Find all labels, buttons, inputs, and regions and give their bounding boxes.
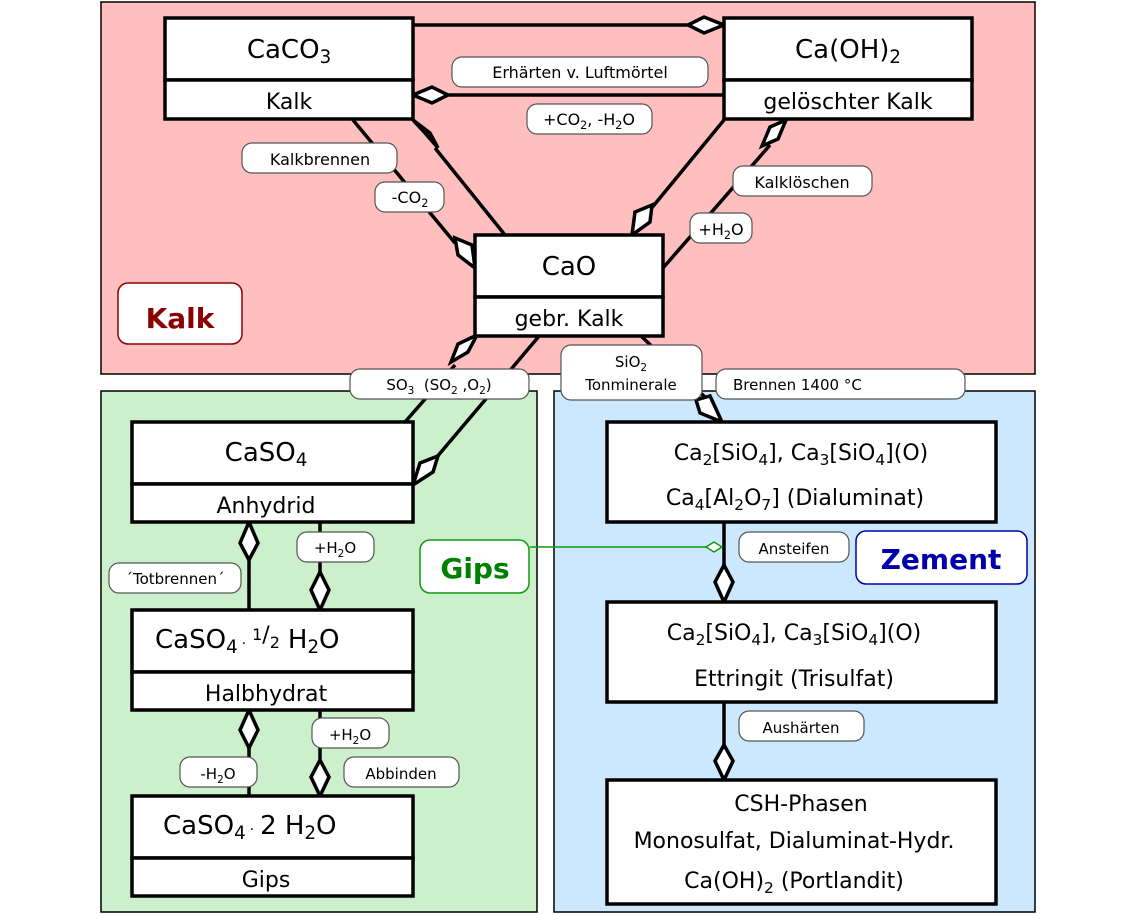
svg-text:Kalk: Kalk — [146, 302, 216, 335]
node-name: gelöschter Kalk — [763, 90, 932, 115]
svg-text:Kalkbrennen: Kalkbrennen — [270, 150, 370, 169]
svg-text:SO3 (SO2 ,O2): SO3 (SO2 ,O2) — [386, 376, 491, 397]
label-kalkbrennen: Kalkbrennen — [241, 142, 398, 174]
diamond-icon — [684, 15, 729, 35]
svg-text:Tonminerale: Tonminerale — [584, 376, 677, 394]
node-line-3: Ca(OH)2 (Portlandit) — [684, 869, 904, 897]
node-gips[interactable]: CaSO4·2 H2O Gips — [130, 794, 415, 898]
edge-caoh2-cao — [648, 118, 726, 212]
diamond-icon — [238, 517, 260, 564]
svg-text:Kalklöschen: Kalklöschen — [754, 173, 849, 192]
node-cao[interactable]: CaO gebr. Kalk — [473, 233, 665, 338]
label-plus-h2o-halb: +H2O — [311, 717, 390, 749]
label-brennen: Brennen 1400 °C — [715, 368, 966, 400]
node-formula: CaSO4·2 H2O — [163, 811, 337, 844]
node-formula: CaCO3 — [247, 35, 331, 68]
node-line-2: Ettringit (Trisulfat) — [694, 667, 894, 692]
node-line-1: Ca2[SiO4], Ca3[SiO4](O) — [667, 621, 922, 649]
node-formula: Ca(OH)2 — [795, 35, 901, 68]
node-caoh2[interactable]: Ca(OH)2 gelöschter Kalk — [722, 16, 974, 121]
svg-text:+CO2, -H2O: +CO2, -H2O — [543, 110, 635, 132]
node-line-1: Ca2[SiO4], Ca3[SiO4](O) — [674, 441, 929, 469]
svg-text:-H2O: -H2O — [200, 765, 235, 786]
label-erhaerten: Erhärten v. Luftmörtel — [451, 56, 709, 88]
label-abbinden: Abbinden — [343, 756, 460, 788]
edge-cao-caco3 — [433, 146, 507, 237]
node-caso4[interactable]: CaSO4 Anhydrid — [130, 420, 415, 524]
svg-text:Brennen 1400 °C: Brennen 1400 °C — [733, 376, 862, 394]
region-title-gips: Gips — [419, 539, 530, 594]
svg-text:+H2O: +H2O — [698, 220, 743, 242]
diamond-icon — [452, 235, 478, 272]
node-line-2: Monosulfat, Dialuminat-Hydr. — [634, 829, 955, 854]
label-aushaerten: Aushärten — [738, 710, 865, 742]
label-minus-h2o: -H2O — [179, 756, 258, 788]
node-name: gebr. Kalk — [515, 307, 624, 332]
svg-text:Aushärten: Aushärten — [762, 719, 839, 737]
node-name: Kalk — [266, 90, 313, 115]
node-ettringit[interactable]: Ca2[SiO4], Ca3[SiO4](O) Ettringit (Trisu… — [605, 600, 998, 704]
diamond-icon — [408, 85, 452, 105]
node-formula: CaO — [542, 252, 597, 282]
svg-text:Zement: Zement — [881, 543, 1002, 576]
label-totbrennen: ´Totbrennen´ — [108, 562, 242, 594]
label-co2-h2o: +CO2, -H2O — [526, 103, 653, 135]
svg-text:-CO2: -CO2 — [392, 188, 429, 210]
node-caco3[interactable]: CaCO3 Kalk — [163, 16, 415, 121]
diamond-icon — [309, 568, 331, 615]
diamond-icon — [411, 118, 440, 150]
node-name: Gips — [242, 868, 291, 893]
diamond-icon — [713, 561, 735, 607]
region-title-zement: Zement — [855, 530, 1028, 585]
diamond-icon — [447, 331, 482, 367]
diamond-icon — [713, 741, 735, 785]
label-so3: SO3 (SO2 ,O2) — [349, 368, 530, 400]
node-klinker[interactable]: Ca2[SiO4], Ca3[SiO4](O) Ca4[Al2O7] (Dial… — [605, 420, 998, 524]
svg-text:Abbinden: Abbinden — [365, 765, 436, 783]
svg-text:+H2O: +H2O — [314, 539, 356, 560]
diamond-icon — [758, 116, 790, 150]
label-plus-h2o-kalk: +H2O — [689, 212, 753, 244]
node-line-2: Ca4[Al2O7] (Dialuminat) — [666, 486, 924, 514]
label-ansteifen: Ansteifen — [738, 531, 850, 563]
label-minus-co2: -CO2 — [374, 181, 445, 213]
node-formula: CaSO4 — [225, 438, 308, 471]
diamond-icon — [309, 756, 331, 801]
svg-text:+H2O: +H2O — [329, 726, 371, 747]
arrowheads — [238, 15, 790, 801]
svg-text:Erhärten v. Luftmörtel: Erhärten v. Luftmörtel — [492, 63, 668, 82]
region-title-kalk: Kalk — [117, 282, 243, 345]
svg-text:Ansteifen: Ansteifen — [759, 540, 830, 558]
svg-text:Gips: Gips — [440, 552, 509, 585]
diamond-icon — [409, 453, 441, 490]
diamond-icon — [693, 393, 726, 426]
label-plus-h2o-anh: +H2O — [296, 531, 375, 563]
node-name: Halbhydrat — [205, 682, 328, 707]
svg-text:SiO2: SiO2 — [615, 353, 647, 374]
label-sio2-tonminerale: SiO2 Tonminerale — [560, 344, 703, 401]
diamond-icon — [238, 705, 260, 752]
node-csh[interactable]: CSH-Phasen Monosulfat, Dialuminat-Hydr. … — [605, 778, 998, 906]
diamond-icon — [629, 202, 655, 239]
node-line-1: CSH-Phasen — [734, 792, 867, 817]
label-kalkloeschen: Kalklöschen — [732, 165, 873, 197]
node-name: Anhydrid — [216, 494, 315, 519]
diamond-icon — [704, 541, 724, 553]
svg-text:´Totbrennen´: ´Totbrennen´ — [125, 570, 224, 588]
